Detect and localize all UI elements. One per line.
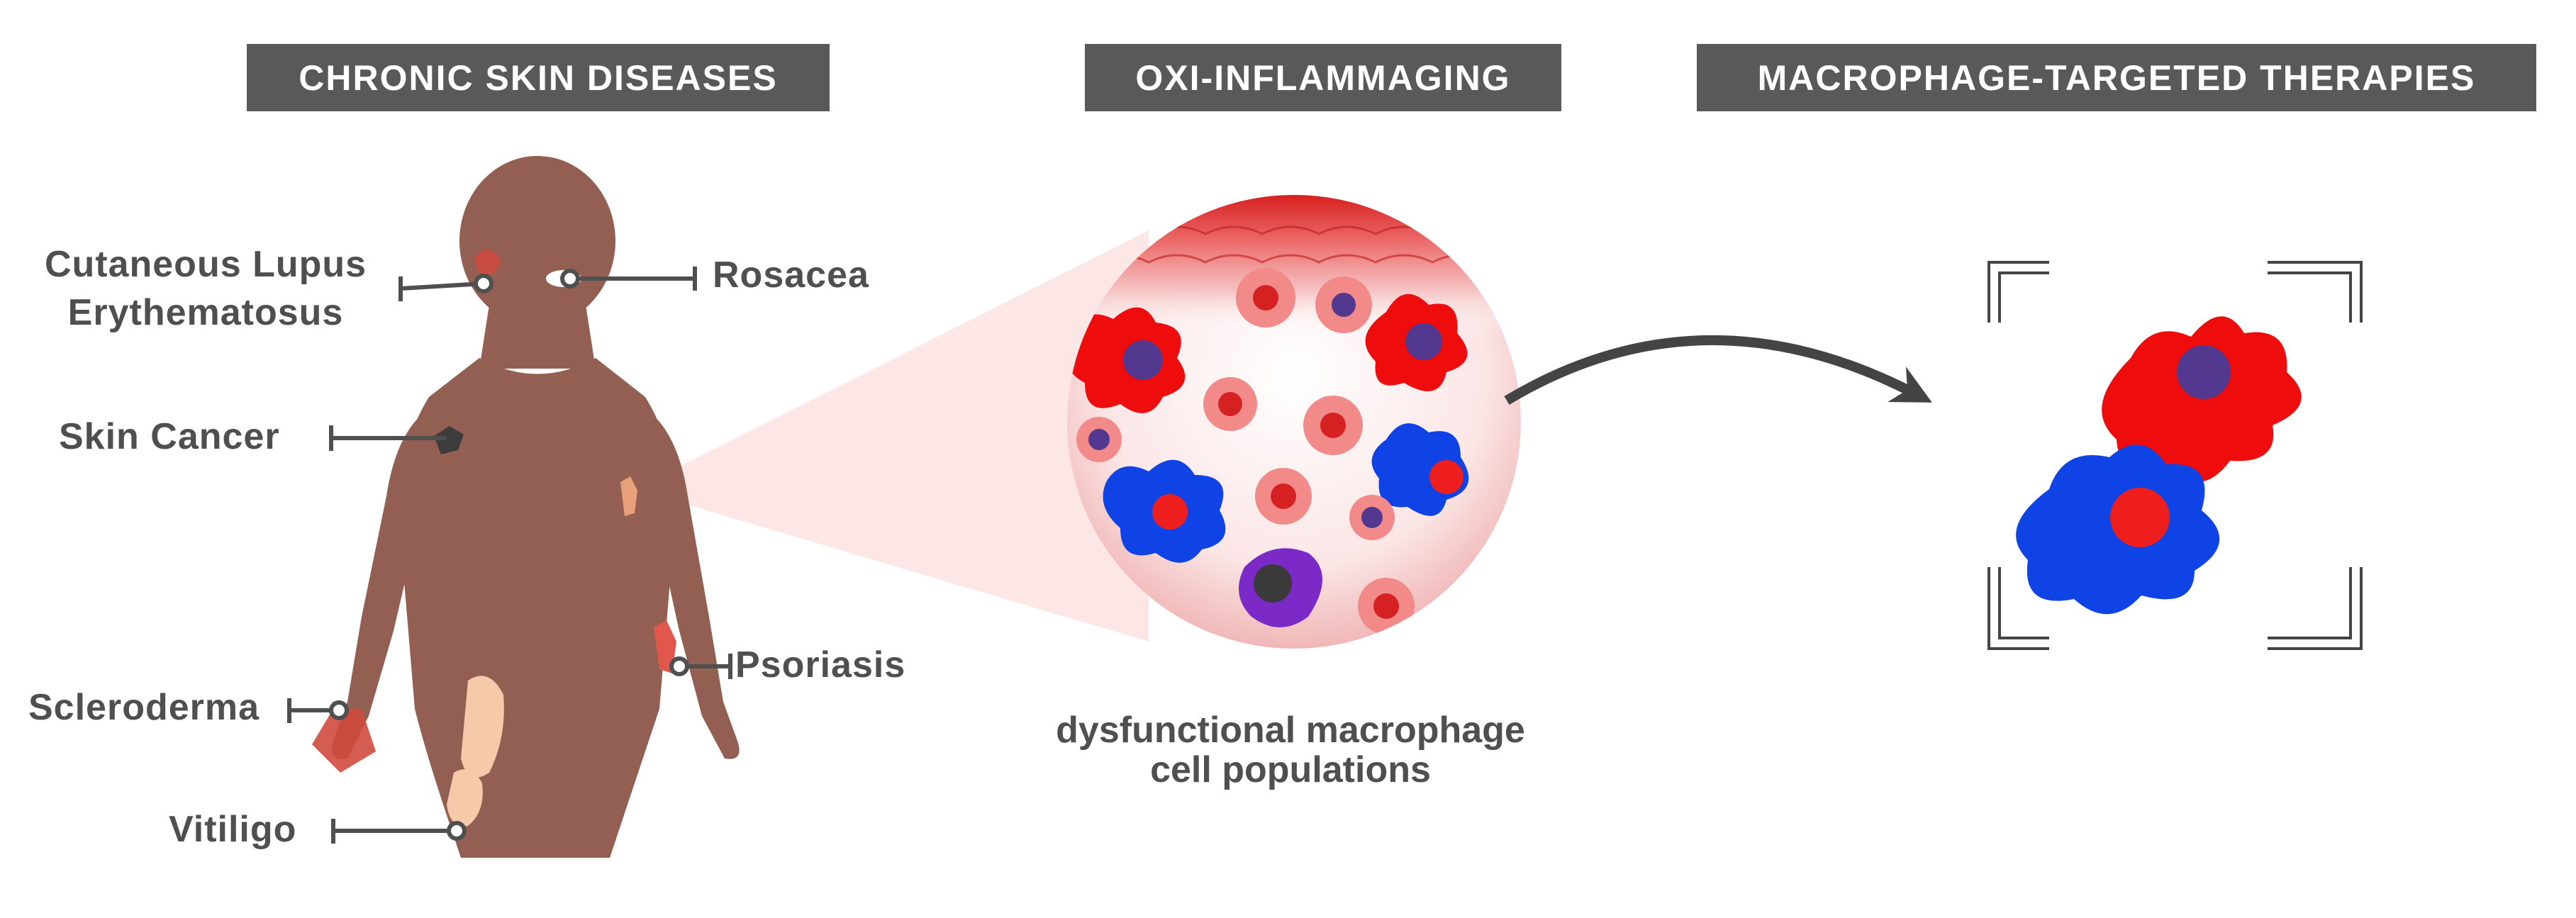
label-rosacea: Rosacea: [713, 254, 869, 296]
human-silhouette: [332, 156, 740, 858]
header-chronic-skin-diseases: CHRONIC SKIN DISEASES: [247, 44, 830, 111]
label-psoriasis: Psoriasis: [735, 644, 906, 685]
caption-dysfunctional-macrophage: dysfunctional macrophage cell population…: [971, 710, 1610, 790]
header-oxi-inflammaging: OXI-INFLAMMAGING: [1085, 44, 1561, 111]
caption-line2: cell populations: [1150, 749, 1431, 791]
label-scleroderma: Scleroderma: [28, 687, 260, 728]
leader-lines: [287, 267, 732, 844]
zoom-beam: [635, 230, 1149, 642]
label-skin-cancer: Skin Cancer: [59, 416, 280, 457]
label-lupus-line1: Cutaneous Lupus: [44, 244, 367, 285]
label-cutaneous-lupus: Cutaneous Lupus Erythematosus: [21, 241, 390, 337]
header-macrophage-targeted-therapies: MACROPHAGE-TARGETED THERAPIES: [1697, 44, 2536, 111]
label-vitiligo: Vitiligo: [169, 809, 297, 850]
targeted-macrophages: [2016, 316, 2302, 615]
target-frame: [1987, 261, 2363, 650]
caption-line1: dysfunctional macrophage: [1056, 710, 1525, 751]
label-lupus-line2: Erythematosus: [67, 291, 344, 333]
process-arrow: [1504, 335, 1932, 405]
